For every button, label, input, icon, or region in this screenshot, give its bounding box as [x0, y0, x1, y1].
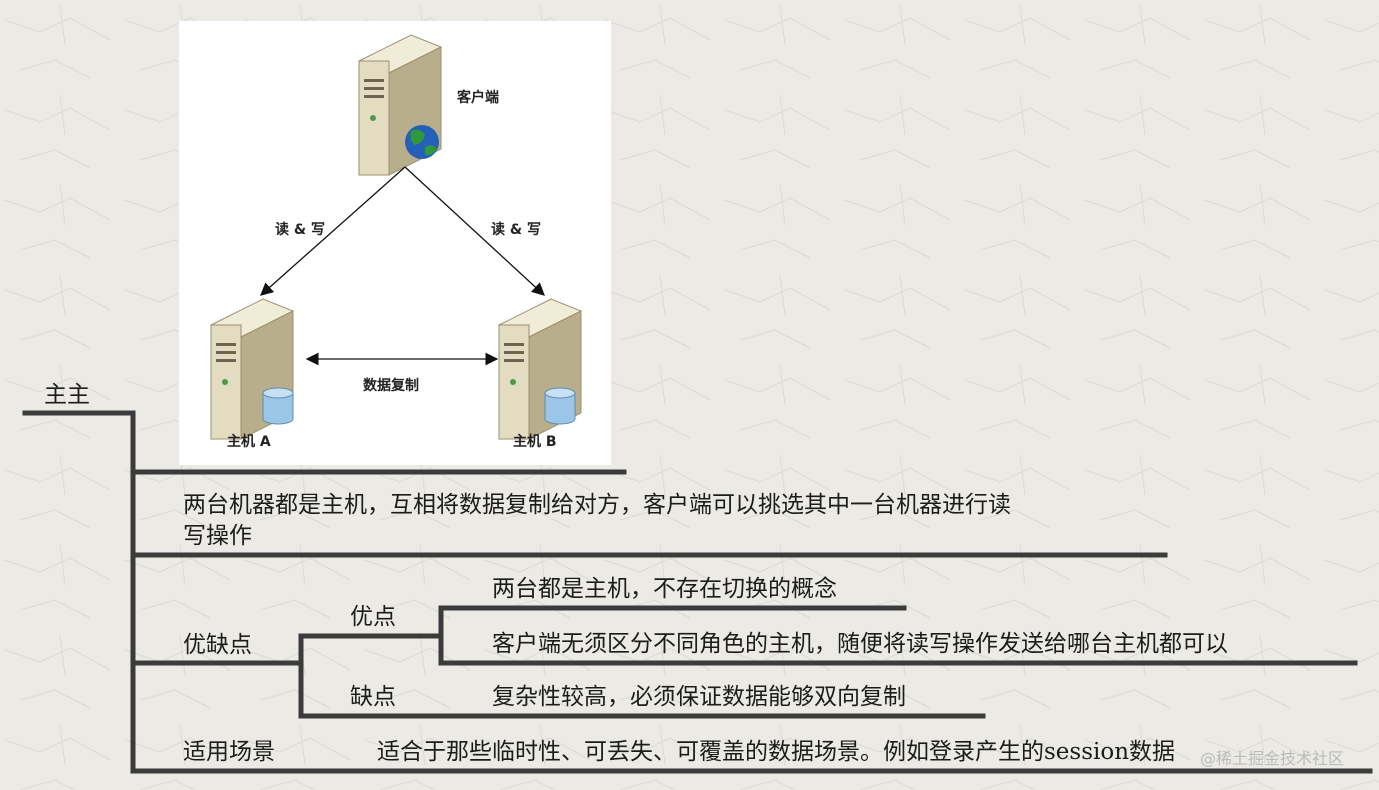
watermark: @稀土掘金技术社区 [1200, 749, 1345, 768]
host-b-label: 主机 B [513, 434, 557, 450]
right-arrow-label: 读 & 写 [491, 222, 541, 238]
arrow-client-to-host-a [260, 166, 406, 296]
host-a-label: 主机 A [227, 434, 271, 450]
host-a-database-icon [262, 387, 294, 425]
architecture-diagram: 客户端 读 & 写 读 & 写 数据复制 主机 A 主机 B [179, 21, 611, 465]
client-server-icon [357, 34, 443, 176]
pros-node: 优点 [350, 604, 396, 630]
description-line-1: 两台机器都是主机，互相将数据复制给对方，客户端可以挑选其中一台机器进行读 [183, 492, 1011, 518]
pro-item-1: 两台都是主机，不存在切换的概念 [492, 576, 837, 602]
left-arrow-label: 读 & 写 [275, 222, 325, 238]
diagram-graphics [209, 34, 583, 440]
scenario-text: 适合于那些临时性、可丢失、可覆盖的数据场景。例如登录产生的session数据 [377, 739, 1176, 765]
client-label: 客户端 [457, 90, 499, 106]
pro-item-2: 客户端无须区分不同角色的主机，随便将读写操作发送给哪台主机都可以 [492, 631, 1228, 657]
arrow-client-to-host-b [404, 166, 545, 296]
globe-icon [405, 125, 439, 159]
description-line-2: 写操作 [183, 523, 252, 549]
con-item-1: 复杂性较高，必须保证数据能够双向复制 [492, 684, 906, 710]
root-node: 主主 [44, 382, 90, 408]
scenario-node: 适用场景 [183, 739, 275, 765]
replication-label: 数据复制 [363, 378, 419, 394]
host-b-database-icon [544, 387, 576, 425]
pros-cons-node: 优缺点 [183, 632, 252, 658]
cons-node: 缺点 [350, 684, 396, 710]
